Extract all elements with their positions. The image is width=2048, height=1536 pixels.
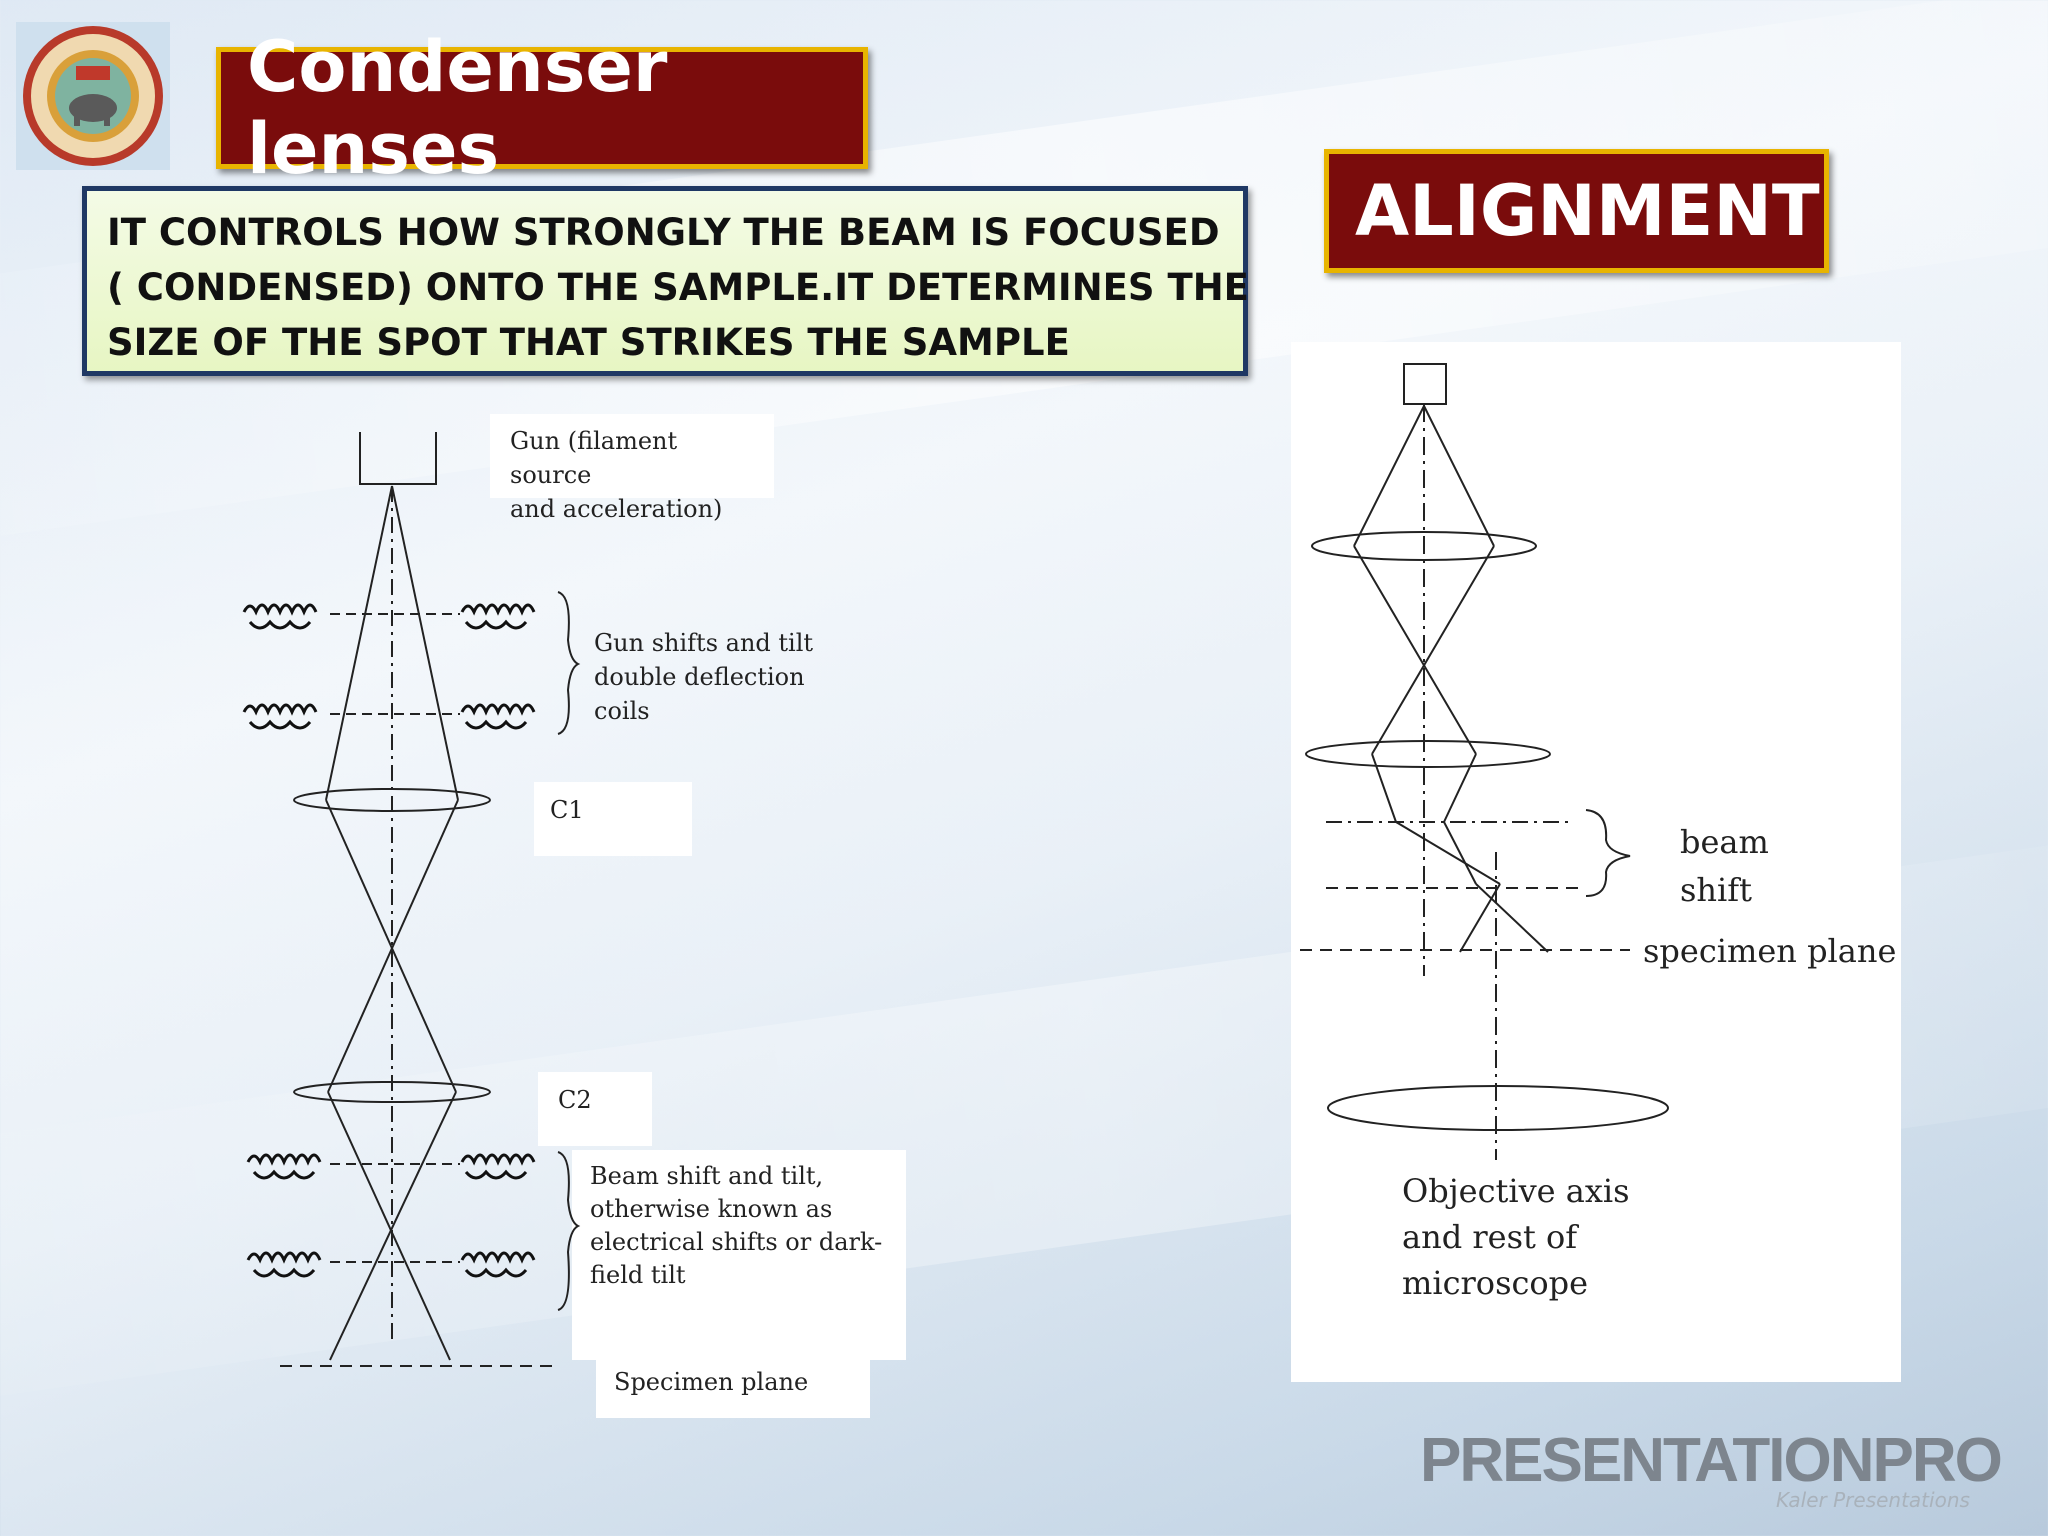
beam-ray: [391, 485, 459, 801]
logo-seal-icon: [23, 26, 163, 166]
c2-label-text: C2: [558, 1086, 592, 1114]
gun-label-line: Gun (filament source: [510, 427, 678, 489]
brace-icon: [1585, 809, 1631, 897]
description-line: IT CONTROLS HOW STRONGLY THE BEAM IS FOC…: [107, 211, 1220, 254]
beam-ray: [1371, 545, 1495, 755]
beam-coils-label-line: field tilt: [590, 1261, 686, 1289]
beam-shift-label-line: shift: [1680, 871, 1752, 909]
brand-name: PRESENTATIONPRO: [1420, 1426, 2003, 1495]
beam-ray: [1371, 753, 1397, 823]
beam-ray: [325, 799, 457, 1093]
objective-label-line: microscope: [1402, 1264, 1589, 1302]
deflection-coils: [242, 603, 536, 1278]
objective-label-line: and rest of: [1402, 1218, 1578, 1256]
beam-shift-label: beam shift: [1680, 818, 1769, 914]
c1-lens: [293, 788, 491, 812]
c1-label-text: C1: [550, 796, 584, 824]
beam-coils-label-line: Beam shift and tilt,: [590, 1162, 824, 1190]
description-line: SIZE OF THE SPOT THAT STRIKES THE SAMPLE: [107, 321, 1070, 364]
coil-icon: [242, 603, 318, 630]
specimen-plane-label: Specimen plane: [596, 1356, 870, 1418]
beam-shift-label-line: beam: [1680, 823, 1769, 861]
coil-icon: [246, 1251, 322, 1278]
alignment-title-text: ALIGNMENT: [1355, 170, 1820, 252]
brand-logo: PRESENTATIONPRO: [1420, 1425, 2003, 1496]
shifted-beam-ray: [1475, 883, 1549, 953]
slide-title-text: Condenser lenses: [247, 26, 668, 190]
coil-icon: [242, 703, 318, 730]
shifted-beam-ray: [1443, 821, 1477, 885]
gun-coils-label-line: Gun shifts and tilt: [594, 629, 814, 657]
brace-icon: [557, 1151, 581, 1311]
shifted-beam-ray: [1459, 883, 1501, 953]
beam-ray: [325, 485, 393, 801]
specimen-plane-label-text: Specimen plane: [614, 1368, 809, 1396]
coil-icon: [246, 1153, 322, 1180]
beam-ray: [1443, 753, 1477, 823]
coil-icon: [460, 1153, 536, 1180]
beam-coils-label-line: otherwise known as: [590, 1195, 833, 1223]
brace-icon: [557, 591, 581, 735]
source-box: [1403, 363, 1447, 405]
description-box: IT CONTROLS HOW STRONGLY THE BEAM IS FOC…: [82, 186, 1249, 376]
objective-lens: [1327, 1085, 1669, 1131]
alignment-title: ALIGNMENT: [1324, 149, 1829, 273]
objective-label-line: Objective axis: [1402, 1172, 1630, 1210]
gun-label-line: and acceleration): [510, 495, 723, 523]
gun-coils-label: Gun shifts and tilt double deflection co…: [594, 626, 813, 728]
beam-ray: [327, 799, 459, 1093]
c2-label: C2: [538, 1072, 652, 1146]
slide-title: Condenser lenses: [216, 26, 868, 190]
upper-lens: [1311, 531, 1537, 561]
gun-label: Gun (filament source and acceleration): [490, 414, 774, 523]
right-specimen-label: specimen plane: [1643, 932, 1896, 970]
shifted-beam-ray: [1395, 821, 1501, 885]
gun-coils-label-line: double deflection: [594, 663, 805, 691]
brand-subtitle-text: Kaler Presentations: [1776, 1488, 1970, 1512]
c2-lens: [293, 1081, 491, 1103]
c1-label: C1: [534, 782, 692, 856]
beam-ray: [1353, 405, 1425, 547]
coil-icon: [460, 1251, 536, 1278]
lower-lens: [1305, 740, 1551, 768]
beam-ray: [1353, 545, 1477, 755]
university-logo: [16, 22, 170, 170]
beam-ray: [1423, 405, 1495, 547]
beam-ray: [327, 1091, 451, 1361]
alignment-diagram-panel: [1291, 342, 1901, 1382]
gun-coils-label-line: coils: [594, 697, 650, 725]
coil-icon: [460, 703, 536, 730]
beam-ray: [329, 1091, 457, 1361]
brand-subtitle: Kaler Presentations: [1776, 1488, 1970, 1512]
objective-axis-label: Objective axis and rest of microscope: [1402, 1168, 1630, 1306]
description-line: ( CONDENSED) ONTO THE SAMPLE.IT DETERMIN…: [107, 266, 1249, 309]
right-specimen-label-text: specimen plane: [1643, 932, 1897, 970]
gun-cup: [359, 432, 437, 485]
coil-icon: [460, 603, 536, 630]
beam-coils-label-line: electrical shifts or dark-: [590, 1228, 883, 1256]
beam-coils-label: Beam shift and tilt, otherwise known as …: [572, 1150, 906, 1360]
